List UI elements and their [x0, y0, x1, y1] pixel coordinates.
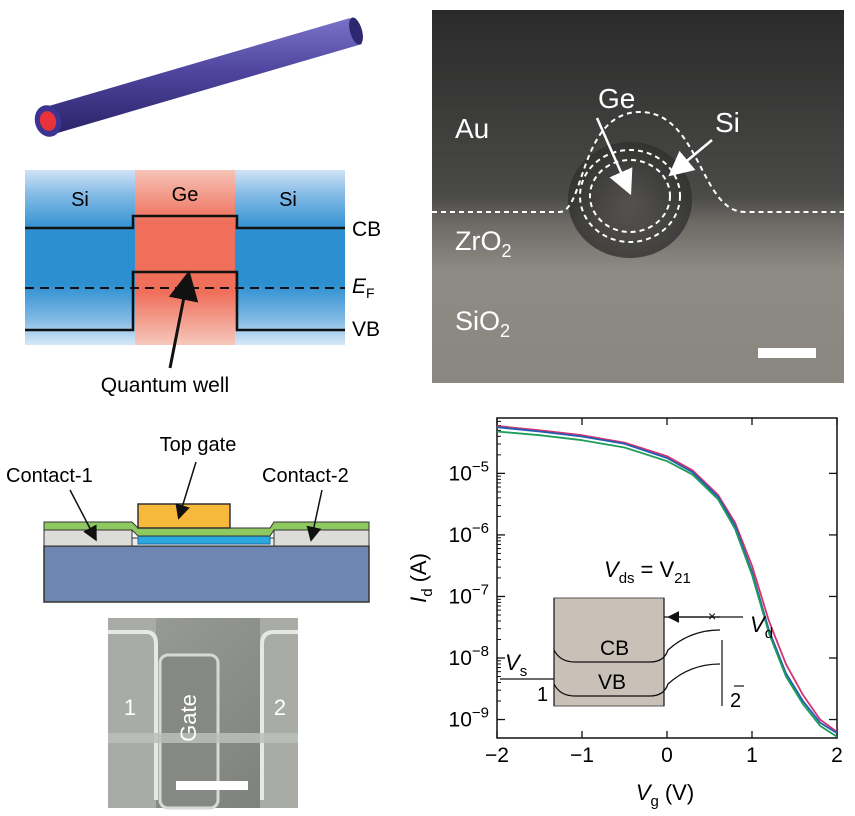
y-tick-label: 10−6: [449, 520, 489, 547]
inset-left-label: 1: [537, 684, 548, 706]
sem-label-gate: Gate: [176, 694, 201, 742]
top-gate-label: Top gate: [160, 434, 237, 456]
x-tick-label: −2: [485, 744, 509, 767]
inset-vds-label: Vds= V21: [604, 557, 691, 587]
inset-vb-label: VB: [598, 671, 626, 694]
top-gate-arrow: [175, 461, 197, 520]
x-tick-label: 2: [831, 744, 843, 767]
conduction-band-line: [25, 214, 345, 230]
sem-gate-electrode: [158, 653, 220, 810]
inset-cb-curve: [553, 629, 721, 663]
sem-contact-1-edge: [108, 630, 158, 800]
band-si-left-label: Si: [71, 189, 89, 211]
inset-vd-label: Vd: [750, 612, 773, 642]
x-axis-label: Vg(V): [636, 780, 694, 810]
contact-1-label: Contact-1: [6, 465, 93, 487]
x-tick-label: 1: [746, 744, 758, 767]
vb-label: VB: [352, 318, 380, 341]
au-boundary-dashed: [432, 110, 844, 213]
y-tick-label: 10−5: [449, 458, 489, 485]
inset-cb-label: CB: [600, 637, 629, 660]
au-label: Au: [455, 113, 489, 144]
tem-image: Au Ge Si ZrO2 SiO2: [432, 10, 844, 383]
si-label: Si: [715, 107, 740, 138]
series-line-1: [496, 425, 838, 733]
ge-core-circle: [589, 159, 671, 233]
x-tick-label: 0: [661, 744, 673, 767]
nanowire-ge-core: [39, 111, 57, 131]
inset-vs-label: Vs: [505, 650, 527, 680]
ge-arrow: [595, 117, 633, 196]
nanowire-illustration: [34, 17, 363, 137]
y-axis-label: Id(A): [406, 553, 436, 603]
contact-2-label: Contact-2: [262, 465, 349, 487]
x-axis-ticks: −2 −1 0 1 2: [485, 418, 843, 767]
y-tick-label: 10−8: [449, 643, 489, 670]
inset-vb-curve: [553, 663, 721, 697]
quantum-well-arrow: [168, 270, 199, 369]
series-line-3: [496, 430, 838, 738]
nanowire-channel: [137, 535, 271, 545]
chart-series-group: [496, 425, 838, 738]
inset-channel-region: [553, 597, 665, 707]
contact-2-arrow: [306, 489, 323, 542]
si-arrow: [668, 139, 713, 177]
inset-right-label: 2: [730, 690, 741, 712]
sem-nanowire: [108, 733, 298, 743]
svg-text:×: ×: [708, 608, 716, 624]
ef-label: EF: [352, 275, 375, 301]
band-si-right-label: Si: [279, 189, 297, 211]
band-ge-label: Ge: [172, 184, 199, 206]
y-tick-label: 10−9: [449, 705, 489, 732]
sem-scale-bar: [176, 781, 248, 790]
contact-1-arrow: [69, 489, 97, 542]
tem-scale-bar: [758, 348, 816, 358]
ge-label: Ge: [598, 83, 635, 114]
contact-2-pad: [273, 529, 370, 547]
band-diagram: Si Ge Si CB EF VB Quantum well: [25, 170, 381, 397]
sem-image: 1 Gate 2: [108, 618, 298, 810]
cb-label: CB: [352, 218, 381, 241]
sem-label-1: 1: [124, 695, 136, 720]
x-tick-label: −1: [570, 744, 594, 767]
sio2-label: SiO2: [455, 306, 510, 341]
contact-1-pad: [43, 529, 133, 547]
sem-label-2: 2: [274, 695, 286, 720]
device-schematic: Top gate Contact-1 Contact-2: [6, 434, 370, 603]
sem-contact-2-edge: [260, 630, 298, 800]
y-axis-ticks: 10−5 10−6 10−7 10−8 10−9: [449, 420, 837, 732]
zro2-label: ZrO2: [455, 226, 512, 261]
top-gate-block: [137, 503, 231, 529]
quantum-well-label: Quantum well: [101, 374, 229, 397]
substrate: [43, 545, 370, 603]
id-vg-chart: −2 −1 0 1 2 10−5 10−6 10−7 10−8 10−9 Vg(V) Id(A)…: [406, 417, 843, 810]
y-tick-label: 10−7: [449, 581, 489, 608]
chart-inset-band-diagram: × Vds= V21 CB VB Vs Vd 1 2: [500, 557, 773, 712]
series-line-2: [496, 426, 838, 734]
si-shell-outer: [579, 149, 681, 243]
